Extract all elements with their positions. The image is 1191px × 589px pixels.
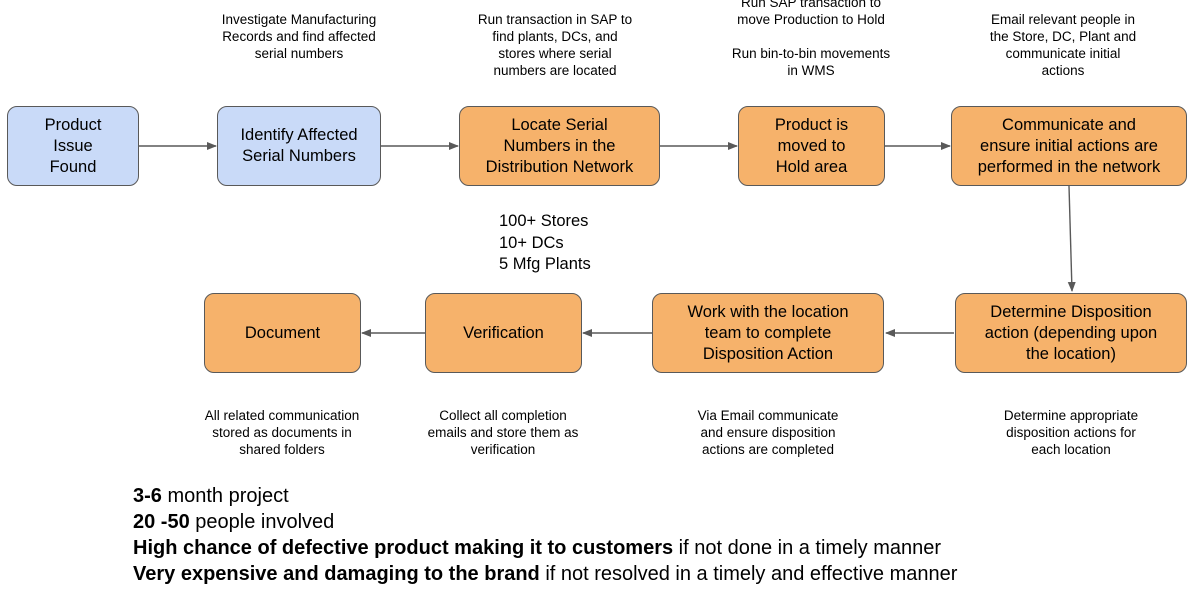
verification-label: Verification [463, 323, 544, 342]
work-with-location-label: Work with the location team to complete … [687, 302, 849, 363]
move-to-hold-box: Product is moved to Hold area [738, 106, 885, 186]
summary-risk: High chance of defective product making … [133, 535, 957, 561]
product-issue-found-label: Product Issue Found [44, 115, 102, 176]
summary-risk-bold: High chance of defective product making … [133, 537, 674, 559]
project-summary: 3-6 month project 20 -50 people involved… [133, 483, 957, 587]
summary-cost-bold: Very expensive and damaging to the brand [133, 563, 540, 585]
summary-cost: Very expensive and damaging to the brand… [133, 561, 957, 587]
identify-serial-numbers-label: Identify Affected Serial Numbers [240, 126, 358, 165]
move-to-hold-label: Product is moved to Hold area [774, 115, 849, 176]
location-counts: 100+ Stores 10+ DCs 5 Mfg Plants [499, 211, 591, 276]
stores-count: 100+ Stores [499, 212, 589, 230]
identify-note: Investigate Manufacturing Records and fi… [221, 12, 377, 61]
summary-risk-rest: if not done in a timely manner [673, 537, 942, 559]
summary-duration: 3-6 month project [133, 483, 957, 509]
verification-note: Collect all completion emails and store … [427, 408, 579, 457]
locate-serial-numbers-label: Locate Serial Numbers in the Distributio… [485, 115, 634, 176]
summary-cost-rest: if not resolved in a timely and effectiv… [539, 563, 958, 585]
identify-serial-numbers-box: Identify Affected Serial Numbers [217, 106, 381, 186]
work-with-note: Via Email communicate and ensure disposi… [697, 408, 839, 457]
summary-people: 20 -50 people involved [133, 509, 957, 535]
document-note: All related communication stored as docu… [204, 408, 360, 457]
communicate-actions-box: Communicate and ensure initial actions a… [951, 106, 1187, 186]
locate-note: Run transaction in SAP to find plants, D… [477, 12, 633, 78]
communicate-note: Email relevant people in the Store, DC, … [989, 12, 1137, 78]
communicate-actions-label: Communicate and ensure initial actions a… [977, 115, 1161, 176]
summary-people-bold: 20 -50 [133, 511, 190, 533]
product-issue-found-box: Product Issue Found [7, 106, 139, 186]
arrow-communicate-to-disposition [1067, 185, 1076, 292]
document-label: Document [244, 323, 321, 342]
hold-note: Run SAP transaction to move Production t… [731, 0, 891, 78]
summary-duration-rest: month project [161, 485, 289, 507]
summary-duration-bold: 3-6 [133, 485, 162, 507]
work-with-location-box: Work with the location team to complete … [652, 293, 884, 373]
plants-count: 5 Mfg Plants [499, 255, 591, 273]
dcs-count: 10+ DCs [499, 233, 564, 252]
determine-disposition-box: Determine Disposition action (depending … [955, 293, 1187, 373]
disposition-note: Determine appropriate disposition action… [1003, 408, 1139, 457]
verification-box: Verification [425, 293, 582, 373]
locate-serial-numbers-box: Locate Serial Numbers in the Distributio… [459, 106, 660, 186]
summary-people-rest: people involved [189, 511, 335, 533]
determine-disposition-label: Determine Disposition action (depending … [984, 302, 1158, 363]
document-box: Document [204, 293, 361, 373]
